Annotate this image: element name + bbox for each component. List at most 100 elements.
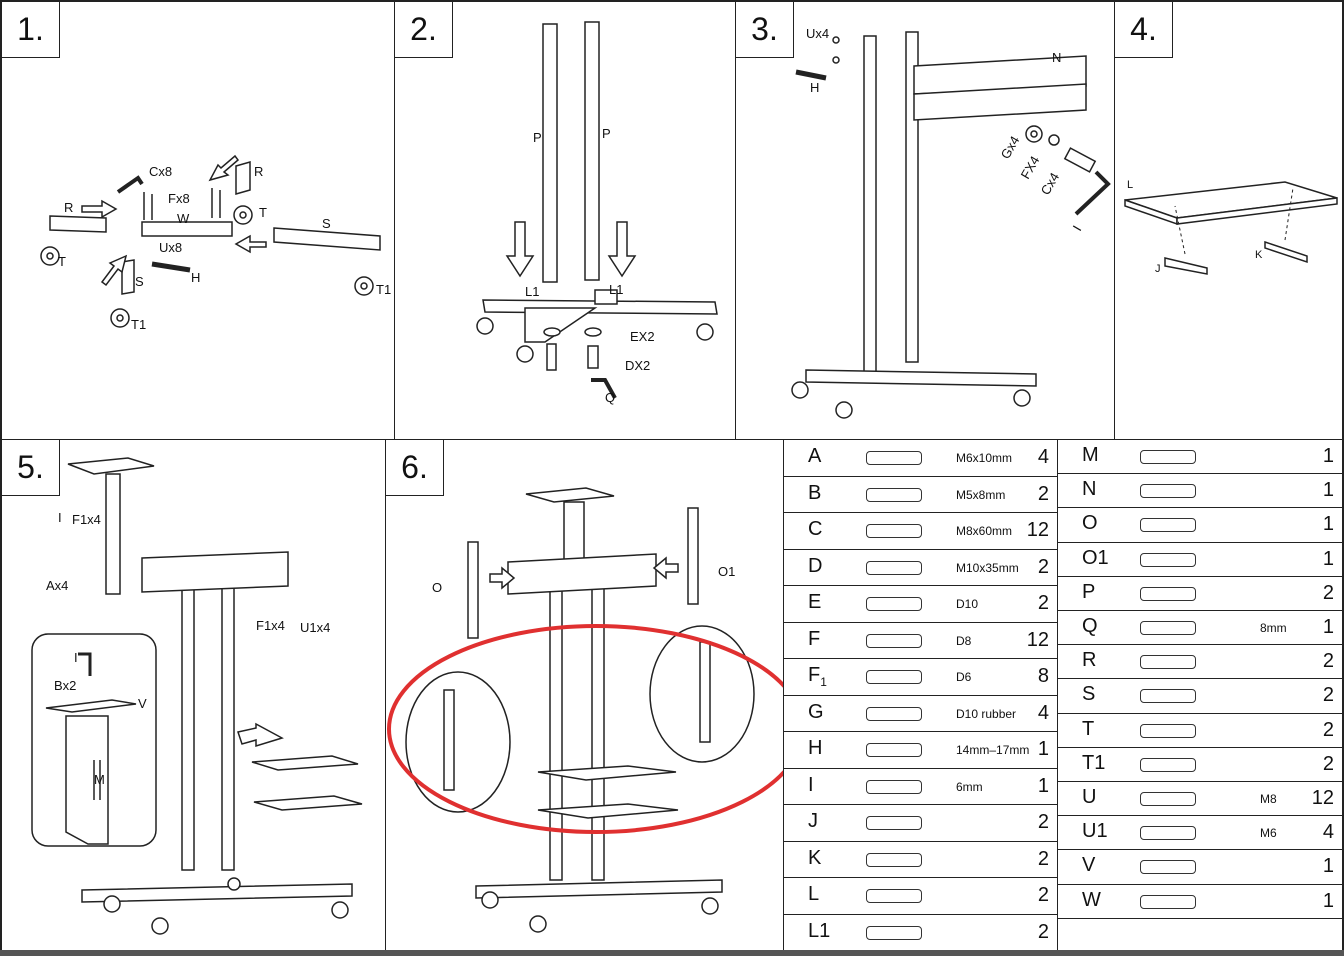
label-p: P [533, 130, 542, 145]
part-spec: M8x60mm [956, 524, 1013, 539]
part-letter: U1 [1082, 820, 1108, 843]
part-qty: 1 [1322, 889, 1334, 912]
label-q: Q [605, 390, 615, 405]
part-letter-subscript: 1 [820, 675, 827, 690]
part-qty: 12 [1311, 787, 1334, 810]
part-letter: N [1082, 478, 1097, 501]
label-cx4: Cx4 [1038, 170, 1063, 198]
step-4-panel: 4. L J K [1115, 0, 1344, 440]
part-spec: M8 [1260, 792, 1277, 807]
part-qty: 1 [1322, 547, 1334, 570]
label-u1x4: U1x4 [300, 620, 330, 635]
label-w: W [177, 211, 190, 226]
part-qty: 2 [1037, 592, 1049, 615]
part-icon [866, 524, 922, 539]
part-spec: D8 [956, 633, 972, 648]
part-letter: T [1082, 717, 1095, 740]
step-2-illustration: P P L1 L1 EX2 DX2 Q [476, 21, 718, 405]
label-ax4: Ax4 [46, 578, 68, 593]
part-letter: L1 [808, 919, 831, 942]
part-icon [866, 560, 922, 575]
part-spec: M6x10mm [956, 451, 1013, 466]
part-qty: 2 [1322, 718, 1334, 741]
part-qty: 1 [1037, 738, 1049, 761]
part-icon [1140, 586, 1196, 601]
highlight-ellipse [387, 624, 783, 834]
step-6-panel: 6. O O1 [386, 440, 784, 952]
part-letter: S [1082, 683, 1096, 706]
part-letter: O [1082, 512, 1098, 535]
part-icon [1140, 826, 1196, 841]
part-qty: 2 [1037, 884, 1049, 907]
part-qty: 4 [1037, 446, 1049, 469]
part-letter: F [808, 627, 821, 650]
step-4-illustration: L J K [1124, 179, 1338, 275]
part-qty: 2 [1037, 920, 1049, 943]
part-icon [866, 706, 922, 721]
label-t: T [259, 205, 267, 220]
part-qty: 1 [1322, 616, 1334, 639]
part-icon [1140, 621, 1196, 636]
part-letter: W [1082, 888, 1101, 911]
step-5-illustration: I F1x4 Ax4 F1x4 U1x4 I Bx2 V M [31, 457, 363, 935]
part-icon [1140, 552, 1196, 567]
part-qty: 1 [1037, 774, 1049, 797]
part-qty: 1 [1322, 479, 1334, 502]
part-row: A M6x10mm 4 [784, 440, 1057, 477]
part-letter: P [1082, 580, 1096, 603]
label-m: M [94, 772, 105, 787]
label-fx8: Fx8 [168, 191, 190, 206]
part-letter: V [1082, 854, 1096, 877]
label-r: R [64, 200, 73, 215]
label-v: V [138, 696, 147, 711]
step-number: 5. [2, 440, 60, 496]
step-5-panel: 5. I F1x4 Ax4 F1x4 U1x4 I Bx2 V M [0, 440, 386, 952]
label-f1x4: F1x4 [256, 618, 285, 633]
part-letter: G [808, 700, 824, 723]
part-icon [866, 852, 922, 867]
label-k: K [1255, 249, 1263, 261]
part-icon [1140, 689, 1196, 704]
label-h: H [191, 270, 200, 285]
part-letter: M [1082, 444, 1099, 467]
part-icon [866, 451, 922, 466]
part-qty: 2 [1037, 482, 1049, 505]
part-letter: F1 [808, 664, 827, 690]
part-letter: A [808, 445, 822, 468]
part-row: L1 2 [784, 915, 1057, 951]
label-fx4: FX4 [1018, 153, 1043, 181]
part-qty: 4 [1037, 701, 1049, 724]
step-3-illustration: Ux4 H N Gx4 FX4 Cx4 I [791, 26, 1111, 419]
label-ux8: Ux8 [159, 240, 182, 255]
part-icon [1140, 450, 1196, 465]
part-icon [866, 743, 922, 758]
part-icon [866, 779, 922, 794]
part-icon [866, 633, 922, 648]
part-icon [1140, 484, 1196, 499]
part-qty: 2 [1322, 752, 1334, 775]
part-icon [1140, 792, 1196, 807]
step-number: 4. [1115, 2, 1173, 58]
part-icon [1140, 757, 1196, 772]
label-cx8: Cx8 [149, 164, 172, 179]
label-gx4: Gx4 [998, 133, 1023, 161]
label-i: I [74, 650, 78, 665]
part-spec: 6mm [956, 779, 983, 794]
